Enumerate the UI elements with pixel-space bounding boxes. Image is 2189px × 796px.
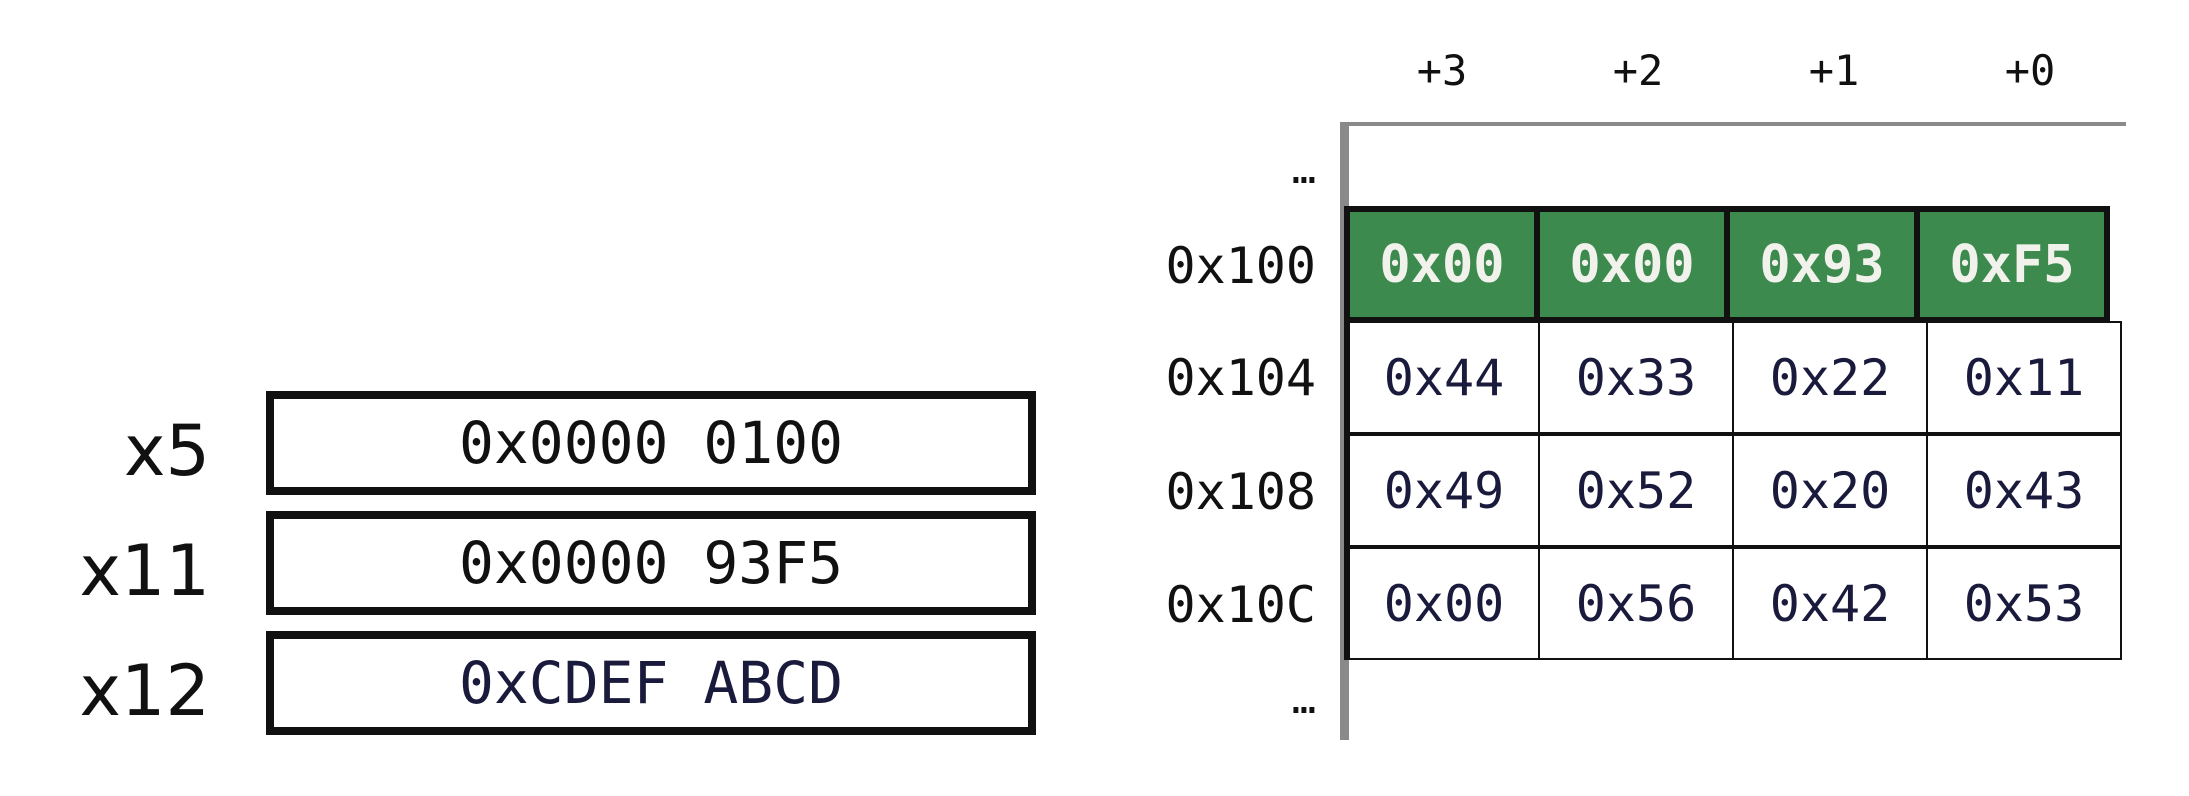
memory-top-rule [1340, 122, 2126, 126]
memory-byte-cell: 0x53 [1926, 547, 2122, 660]
byte-offset-label: +0 [2004, 46, 2056, 95]
address-label: 0x104 [1165, 349, 1316, 407]
memory-byte-cell: 0x49 [1344, 434, 1540, 547]
memory-row: 0x44 0x33 0x22 0x11 [1344, 321, 2126, 436]
register-value-text: 0x0000 93F5 [458, 529, 844, 597]
memory-byte-cell: 0x52 [1538, 434, 1734, 547]
memory-byte-cell: 0x22 [1732, 321, 1928, 434]
register-name-x11: x11 [79, 530, 211, 612]
byte-offset-label: +1 [1808, 46, 1860, 95]
address-ellipsis-bottom: … [1291, 677, 1316, 723]
memory-row: 0x49 0x52 0x20 0x43 [1344, 434, 2126, 549]
register-name-x12: x12 [79, 650, 211, 732]
register-name-x5: x5 [124, 410, 210, 492]
register-value-x11: 0x0000 93F5 [266, 511, 1036, 615]
memory-byte-cell: 0x44 [1344, 321, 1540, 434]
address-label: 0x100 [1165, 237, 1316, 295]
memory-byte-cell: 0xF5 [1914, 206, 2110, 323]
address-ellipsis-top: … [1291, 147, 1316, 193]
memory-byte-cell: 0x11 [1926, 321, 2122, 434]
memory-row-highlighted: 0x00 0x00 0x93 0xF5 [1344, 206, 2126, 323]
address-label: 0x10C [1165, 576, 1316, 634]
memory-byte-cell: 0x43 [1926, 434, 2122, 547]
memory-byte-cell: 0x33 [1538, 321, 1734, 434]
byte-offset-label: +2 [1612, 46, 1664, 95]
memory-byte-cell: 0x42 [1732, 547, 1928, 660]
address-label: 0x108 [1165, 463, 1316, 521]
register-value-x5: 0x0000 0100 [266, 391, 1036, 495]
register-value-text: 0x0000 0100 [458, 409, 844, 477]
memory-byte-cell: 0x56 [1538, 547, 1734, 660]
memory-byte-cell: 0x00 [1344, 547, 1540, 660]
memory-byte-cell: 0x00 [1534, 206, 1730, 323]
memory-grid: 0x00 0x00 0x93 0xF5 0x44 0x33 0x22 0x11 … [1344, 206, 2126, 662]
memory-byte-cell: 0x93 [1724, 206, 1920, 323]
memory-byte-cell: 0x20 [1732, 434, 1928, 547]
register-value-x12: 0xCDEF ABCD [266, 631, 1036, 735]
byte-offset-label: +3 [1416, 46, 1468, 95]
memory-byte-cell: 0x00 [1344, 206, 1540, 323]
memory-row: 0x00 0x56 0x42 0x53 [1344, 547, 2126, 662]
register-value-text: 0xCDEF ABCD [458, 649, 844, 717]
